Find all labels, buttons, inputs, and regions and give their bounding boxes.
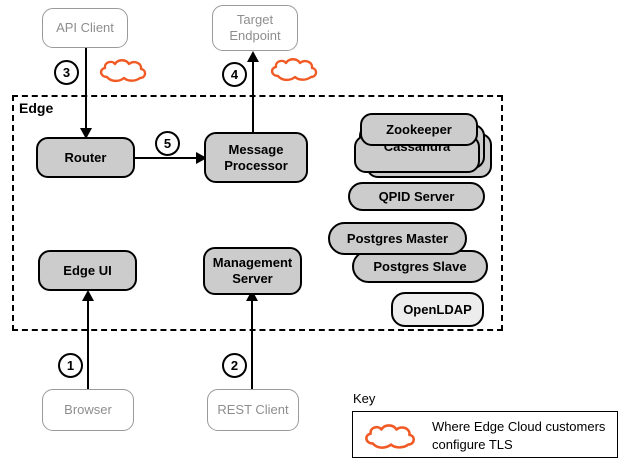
step-badge-3[interactable]: 3 [54,60,79,85]
connector-message-processor-to-target-endpoint [252,62,254,134]
node-edge-ui-label: Edge UI [63,262,112,278]
node-postgres-master-label: Postgres Master [346,230,449,246]
node-target-endpoint[interactable]: Target Endpoint [212,5,298,51]
key-entry-text: Where Edge Cloud customers configure TLS [432,419,606,452]
edge-boundary-label: Edge [19,100,54,116]
node-message-processor-label: Message Processor [224,141,288,173]
node-api-client-label: API Client [56,20,114,36]
node-zookeeper[interactable]: Zookeeper [360,113,478,146]
cluster-zookeeper-cassandra: Cassandra Zookeeper [352,113,492,181]
node-management-server[interactable]: Management Server [203,247,302,295]
node-openldap-label: OpenLDAP [403,301,472,317]
cluster-postgres: Postgres Slave Postgres Master [328,222,488,284]
node-openldap[interactable]: OpenLDAP [391,292,484,327]
node-api-client[interactable]: API Client [42,8,128,48]
step-badge-5-number: 5 [163,136,172,151]
node-message-processor[interactable]: Message Processor [204,132,308,183]
arrowhead-into-message-processor [196,152,207,164]
node-browser[interactable]: Browser [42,389,134,431]
key-tls-cloud-icon [362,423,418,456]
step-badge-3-number: 3 [62,65,71,80]
tls-cloud-icon-api-client [97,58,149,89]
node-postgres-master[interactable]: Postgres Master [328,222,467,255]
key-title: Key [353,391,376,406]
connector-browser-to-edge-ui [87,300,89,390]
node-qpid-server-label: QPID Server [378,188,455,204]
step-badge-4[interactable]: 4 [222,62,247,87]
node-postgres-slave-label: Postgres Slave [373,258,467,274]
node-edge-ui[interactable]: Edge UI [38,250,137,291]
connector-router-to-message-processor [134,157,199,159]
tls-cloud-icon-target-endpoint [268,57,320,88]
edge-boundary [12,95,503,331]
arrowhead-into-management-server [246,290,258,301]
node-rest-client[interactable]: REST Client [207,389,299,431]
node-router-label: Router [64,149,107,165]
step-badge-2[interactable]: 2 [222,353,247,378]
step-badge-5[interactable]: 5 [155,131,180,156]
node-router[interactable]: Router [36,137,135,178]
node-qpid-server[interactable]: QPID Server [348,182,485,211]
step-badge-2-number: 2 [230,358,239,373]
arrowhead-into-target-endpoint [247,51,259,62]
node-browser-label: Browser [64,402,112,418]
node-target-endpoint-label: Target Endpoint [229,12,281,43]
arrowhead-into-edge-ui [82,290,94,301]
step-badge-1[interactable]: 1 [58,353,83,378]
node-zookeeper-label: Zookeeper [386,121,452,137]
connector-api-client-to-router [85,48,87,132]
node-management-server-label: Management Server [212,255,293,286]
connector-rest-client-to-management-server [251,300,253,390]
step-badge-1-number: 1 [66,358,75,373]
step-badge-4-number: 4 [230,67,239,82]
arrowhead-into-router [80,128,92,139]
node-rest-client-label: REST Client [217,402,289,418]
